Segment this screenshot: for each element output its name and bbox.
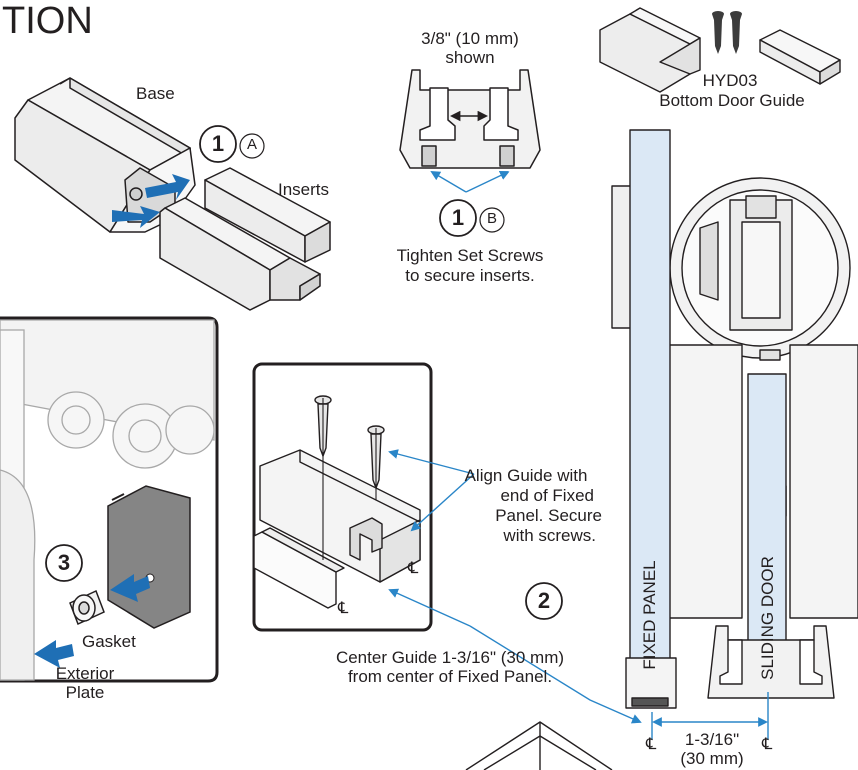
step-1a-letter: A <box>246 136 257 153</box>
step-2-number: 2 <box>537 588 551 613</box>
gasket-illustration <box>69 589 105 626</box>
set-screw-leaders <box>430 170 510 193</box>
step-1a-number-circle <box>199 125 237 163</box>
center-guide-line2: from center of Fixed Panel. <box>347 667 553 686</box>
base-with-inserts-illustration <box>14 77 196 233</box>
step2-leaders <box>388 449 642 724</box>
part-number: HYD03 <box>702 71 758 90</box>
exterior-plate-line2: Plate <box>65 683 105 702</box>
align-instruction-line4: with screws. <box>503 526 596 545</box>
profile-dimension-line1: 3/8" (10 mm) <box>421 29 519 48</box>
screws-icon <box>712 11 742 54</box>
step-3-number: 3 <box>57 550 71 575</box>
gasket-arrows <box>34 574 150 668</box>
align-instruction-line1: Align Guide with <box>464 466 588 485</box>
step-2-number-circle <box>525 582 563 620</box>
gasket-label: Gasket <box>82 632 136 651</box>
step-1b-number: 1 <box>451 205 465 230</box>
sliding-door-label: SLIDING DOOR <box>758 556 777 680</box>
insert-pieces-illustration <box>159 167 331 311</box>
guide-centerline-b: ℄ <box>338 600 349 617</box>
step-1b-letter: B <box>486 210 497 227</box>
tighten-instruction-line1: Tighten Set Screws <box>396 246 544 265</box>
profile-dimension-line2: shown <box>445 48 495 67</box>
step2-detail-panel <box>252 362 433 632</box>
dimension-line <box>651 692 769 740</box>
door-section-illustration <box>465 129 858 770</box>
part-name: Bottom Door Guide <box>659 91 805 110</box>
fixed-panel-label: FIXED PANEL <box>640 560 659 670</box>
page-heading: TION <box>2 0 93 42</box>
guide-profile-illustration <box>399 69 541 169</box>
insert-direction-arrows <box>112 174 190 228</box>
exterior-plate-line1: Exterior <box>55 664 115 683</box>
align-instruction-line3: Panel. Secure <box>495 506 602 525</box>
sliding-door-centerline: ℄ <box>762 736 773 753</box>
inserts-label: Inserts <box>278 180 330 199</box>
tighten-instruction-line2: to secure inserts. <box>405 266 535 285</box>
section-dimension-line1: 1-3/16" <box>684 730 740 749</box>
step-1b-number-circle <box>439 199 477 237</box>
section-dimension-line2: (30 mm) <box>680 749 744 768</box>
center-guide-line1: Center Guide 1-3/16" (30 mm) <box>335 648 565 667</box>
guide-centerline-a: ℄ <box>408 560 419 577</box>
base-label: Base <box>136 84 175 103</box>
step-1b-letter-circle <box>479 207 505 233</box>
fixed-panel-centerline: ℄ <box>646 736 657 753</box>
align-instruction-line2: end of Fixed <box>500 486 594 505</box>
step-3-number-circle <box>45 544 83 582</box>
step-1a-number: 1 <box>211 131 225 156</box>
hyd03-parts-illustration <box>599 7 841 93</box>
step3-detail-panel <box>0 316 219 683</box>
step-1a-letter-circle <box>239 133 265 159</box>
